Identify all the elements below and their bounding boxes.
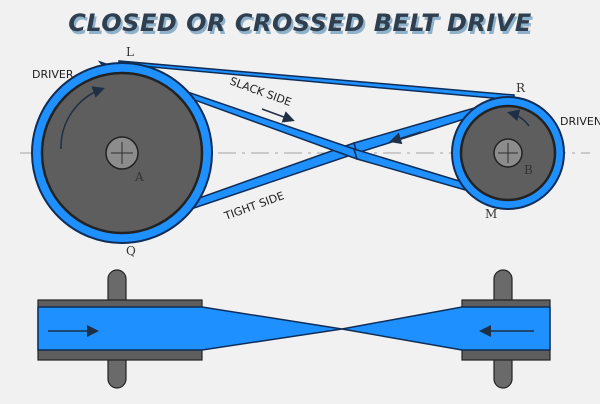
point-b-label: B [524, 163, 533, 177]
belt-direction-arrow-icon [261, 108, 295, 123]
belt-side-view-right [341, 306, 551, 351]
belt-side-view-left [37, 306, 343, 351]
rotation-arrow-icon [507, 109, 530, 127]
point-m-label: M [485, 207, 497, 221]
belt-upper-span [118, 60, 515, 101]
point-l-label: L [126, 45, 134, 59]
driver-label: DRIVER [32, 68, 74, 81]
belt-direction-arrow-icon [389, 131, 422, 145]
slack-side-label: SLACK SIDE [228, 75, 293, 109]
page-title-shadow: CLOSED OR CROSSED BELT DRIVE [70, 12, 534, 40]
point-r-label: R [516, 81, 526, 95]
driven-label: DRIVEN [560, 115, 600, 128]
point-a-label: A [134, 170, 144, 184]
point-q-label: Q [126, 244, 136, 258]
rotation-arrow-icon [60, 86, 105, 150]
page-title: CLOSED OR CROSSED BELT DRIVE [68, 9, 532, 37]
